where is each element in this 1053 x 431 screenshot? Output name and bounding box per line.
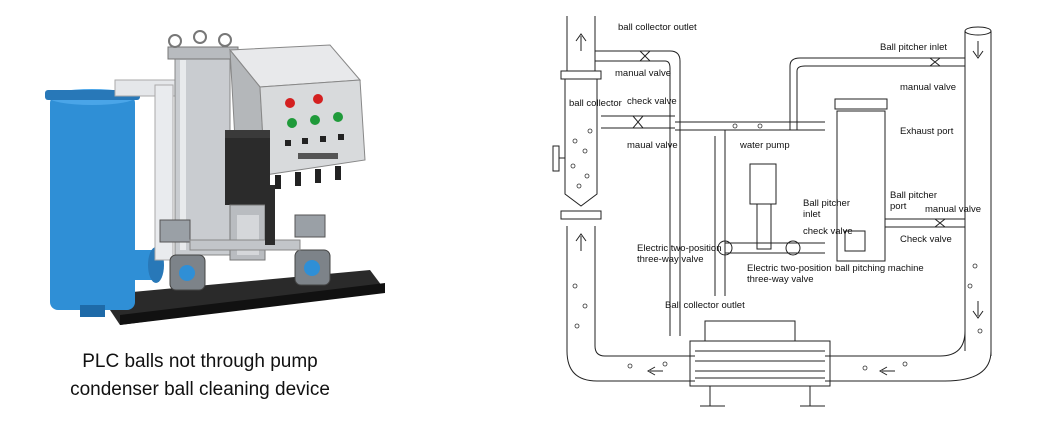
label-water-pump: water pump — [739, 140, 790, 151]
label-electric-mid-1: Electric two-position — [747, 263, 831, 274]
label-ball-pitcher-inlet-mid-1: Ball pitcher — [803, 198, 850, 209]
label-ball-collector-outlet-top: ball collector outlet — [618, 22, 697, 33]
manual-valve-top — [639, 50, 651, 62]
ball-cleaning-device-photo — [45, 30, 385, 325]
right-inlet-pipe — [964, 26, 992, 356]
label-manual-valve-right: manual valve — [925, 204, 981, 215]
water-pump — [749, 163, 777, 205]
label-exhaust-port: Exhaust port — [900, 126, 954, 137]
three-way-valve-mid — [785, 240, 801, 256]
ball-pitching-machine — [836, 110, 886, 262]
label-manual-valve-top-right: manual valve — [900, 82, 956, 93]
left-outlet-pipe — [566, 16, 596, 71]
label-ball-pitcher-inlet-top: Ball pitcher inlet — [880, 42, 947, 53]
label-manual-valve-top-left: manual valve — [615, 68, 671, 79]
condenser — [689, 340, 831, 387]
blue-tank — [50, 95, 135, 310]
green-button — [287, 118, 297, 128]
u-return-pipe — [566, 226, 992, 382]
label-ball-pitcher-port-1: Ball pitcher — [890, 190, 937, 201]
condenser-motor — [704, 320, 796, 342]
label-electric-left-2: three-way valve — [637, 254, 704, 265]
caption-line-2: condenser ball cleaning device — [70, 379, 330, 400]
pump-motor — [225, 135, 270, 205]
red-indicator — [285, 98, 295, 108]
label-ball-collector: ball collector — [569, 98, 622, 109]
label-electric-mid-2: three-way valve — [747, 274, 814, 285]
schematic-diagram: ball collector outlet manual valve ball … — [552, 16, 992, 407]
label-ball-collector-outlet-bottom: Ball collector outlet — [665, 300, 745, 311]
label-electric-left-1: Electric two-position — [637, 243, 721, 254]
label-ball-pitching-machine: ball pitching machine — [835, 263, 924, 274]
label-ball-pitcher-port-2: port — [890, 201, 907, 212]
label-maual-valve: maual valve — [627, 140, 678, 151]
control-panel — [259, 79, 366, 176]
label-ball-pitcher-inlet-mid-2: inlet — [803, 209, 821, 220]
label-check-valve-mid: check valve — [803, 226, 853, 237]
label-check-valve-right: Check valve — [900, 234, 952, 245]
caption-line-1: PLC balls not through pump — [82, 351, 318, 372]
label-check-valve-left: check valve — [627, 96, 677, 107]
ball-collector-vessel — [552, 70, 602, 220]
three-way-valve-left — [717, 240, 733, 256]
